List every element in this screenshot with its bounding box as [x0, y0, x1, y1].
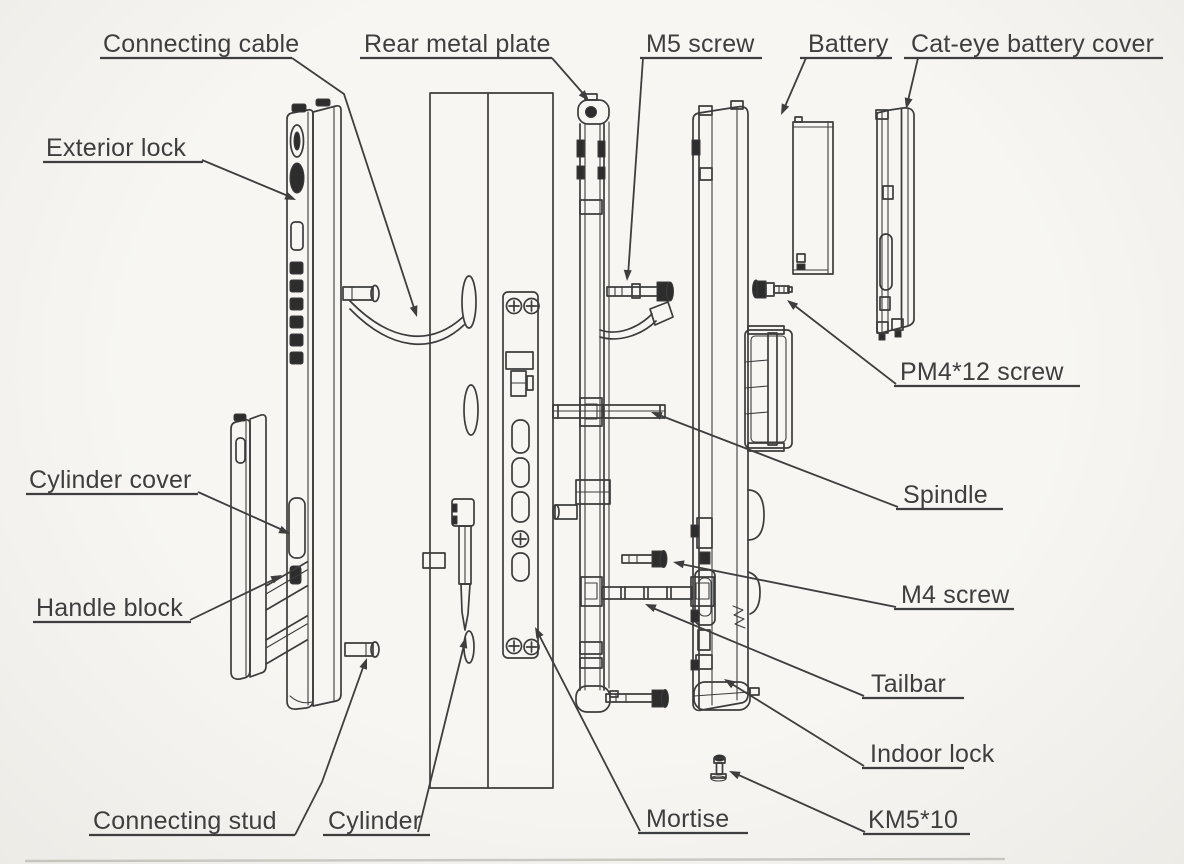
spindle-drawing	[552, 397, 666, 427]
pm4-screw-drawing	[752, 279, 793, 299]
m5-screw-drawing	[606, 281, 674, 302]
exterior-lock-drawing	[286, 98, 465, 710]
door-panel-drawing	[422, 92, 554, 789]
label-cat-eye-battery-cover: Cat-eye battery cover	[911, 30, 1154, 58]
part-labels: Connecting cable Rear metal plate M5 scr…	[26, 30, 1163, 837]
label-km5-10: KM5*10	[868, 806, 958, 834]
label-handle-block: Handle block	[36, 594, 183, 622]
cat-eye-battery-cover-drawing	[875, 107, 915, 341]
label-cylinder: Cylinder	[328, 807, 421, 835]
label-rear-metal-plate: Rear metal plate	[364, 30, 551, 58]
cylinder-drawing	[451, 498, 475, 631]
label-battery: Battery	[808, 30, 889, 58]
connecting-cable-right-drawing	[599, 301, 674, 340]
label-m5-screw: M5 screw	[646, 30, 755, 58]
m4-screw-lower-drawing	[605, 689, 669, 708]
label-mortise: Mortise	[646, 805, 729, 833]
label-tailbar: Tailbar	[871, 670, 946, 698]
battery-drawing	[792, 116, 834, 275]
label-pm4-12-screw: PM4*12 screw	[900, 358, 1064, 386]
label-indoor-lock: Indoor lock	[870, 740, 995, 768]
label-exterior-lock: Exterior lock	[46, 134, 186, 162]
label-m4-screw: M4 screw	[901, 581, 1010, 609]
handle-block-drawing	[230, 413, 308, 680]
m4-screw-upper-drawing	[621, 550, 668, 568]
label-connecting-stud: Connecting stud	[93, 807, 277, 835]
rear-metal-plate-drawing	[552, 93, 619, 713]
label-spindle: Spindle	[903, 481, 988, 509]
tailbar-drawing	[580, 576, 715, 607]
leader-lines	[189, 57, 919, 836]
km5-screw-drawing	[710, 754, 727, 782]
scan-artifact-line	[24, 857, 1006, 863]
indoor-lock-drawing	[690, 100, 793, 712]
label-connecting-cable: Connecting cable	[103, 30, 299, 58]
mortise-drawing	[502, 291, 540, 659]
label-cylinder-cover: Cylinder cover	[29, 466, 192, 494]
